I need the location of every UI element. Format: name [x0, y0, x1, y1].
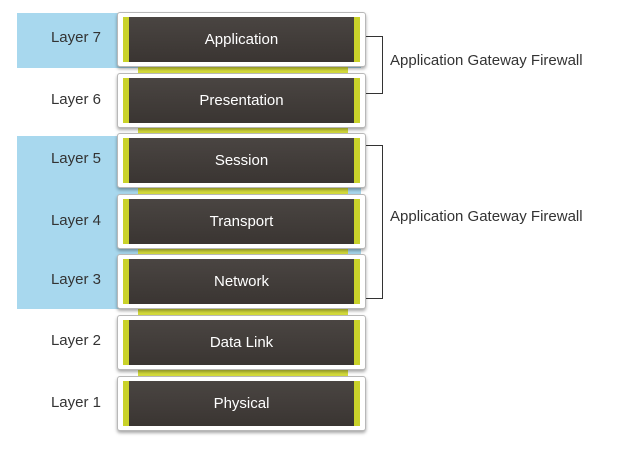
layer-block-network: Network	[117, 254, 366, 309]
layer-number-6: Layer 6	[50, 91, 102, 108]
layer-number-2: Layer 2	[50, 332, 102, 349]
layer-number-7: Layer 7	[50, 29, 102, 46]
layer-name-transport: Transport	[209, 213, 274, 230]
layer-name-application: Application	[204, 31, 279, 48]
layer-number-4: Layer 4	[50, 212, 102, 229]
layer-number-3: Layer 3	[50, 271, 102, 288]
firewall-bracket-lower	[366, 145, 383, 299]
layer-block-presentation: Presentation	[117, 73, 366, 128]
layer-block-session: Session	[117, 133, 366, 188]
firewall-bracket-upper	[366, 36, 383, 94]
layer-number-5: Layer 5	[50, 150, 102, 167]
layer-block-application: Application	[117, 12, 366, 67]
layer-block-physical: Physical	[117, 376, 366, 431]
layer-name-network: Network	[213, 273, 269, 290]
firewall-label-upper: Application Gateway Firewall	[390, 52, 583, 69]
layer-block-data-link: Data Link	[117, 315, 366, 370]
layer-name-presentation: Presentation	[199, 92, 284, 109]
layer-name-physical: Physical	[213, 395, 270, 412]
firewall-label-lower: Application Gateway Firewall	[390, 208, 583, 225]
layer-name-data-link: Data Link	[209, 334, 274, 351]
layer-name-session: Session	[214, 152, 269, 169]
layer-number-1: Layer 1	[50, 394, 102, 411]
layer-block-transport: Transport	[117, 194, 366, 249]
